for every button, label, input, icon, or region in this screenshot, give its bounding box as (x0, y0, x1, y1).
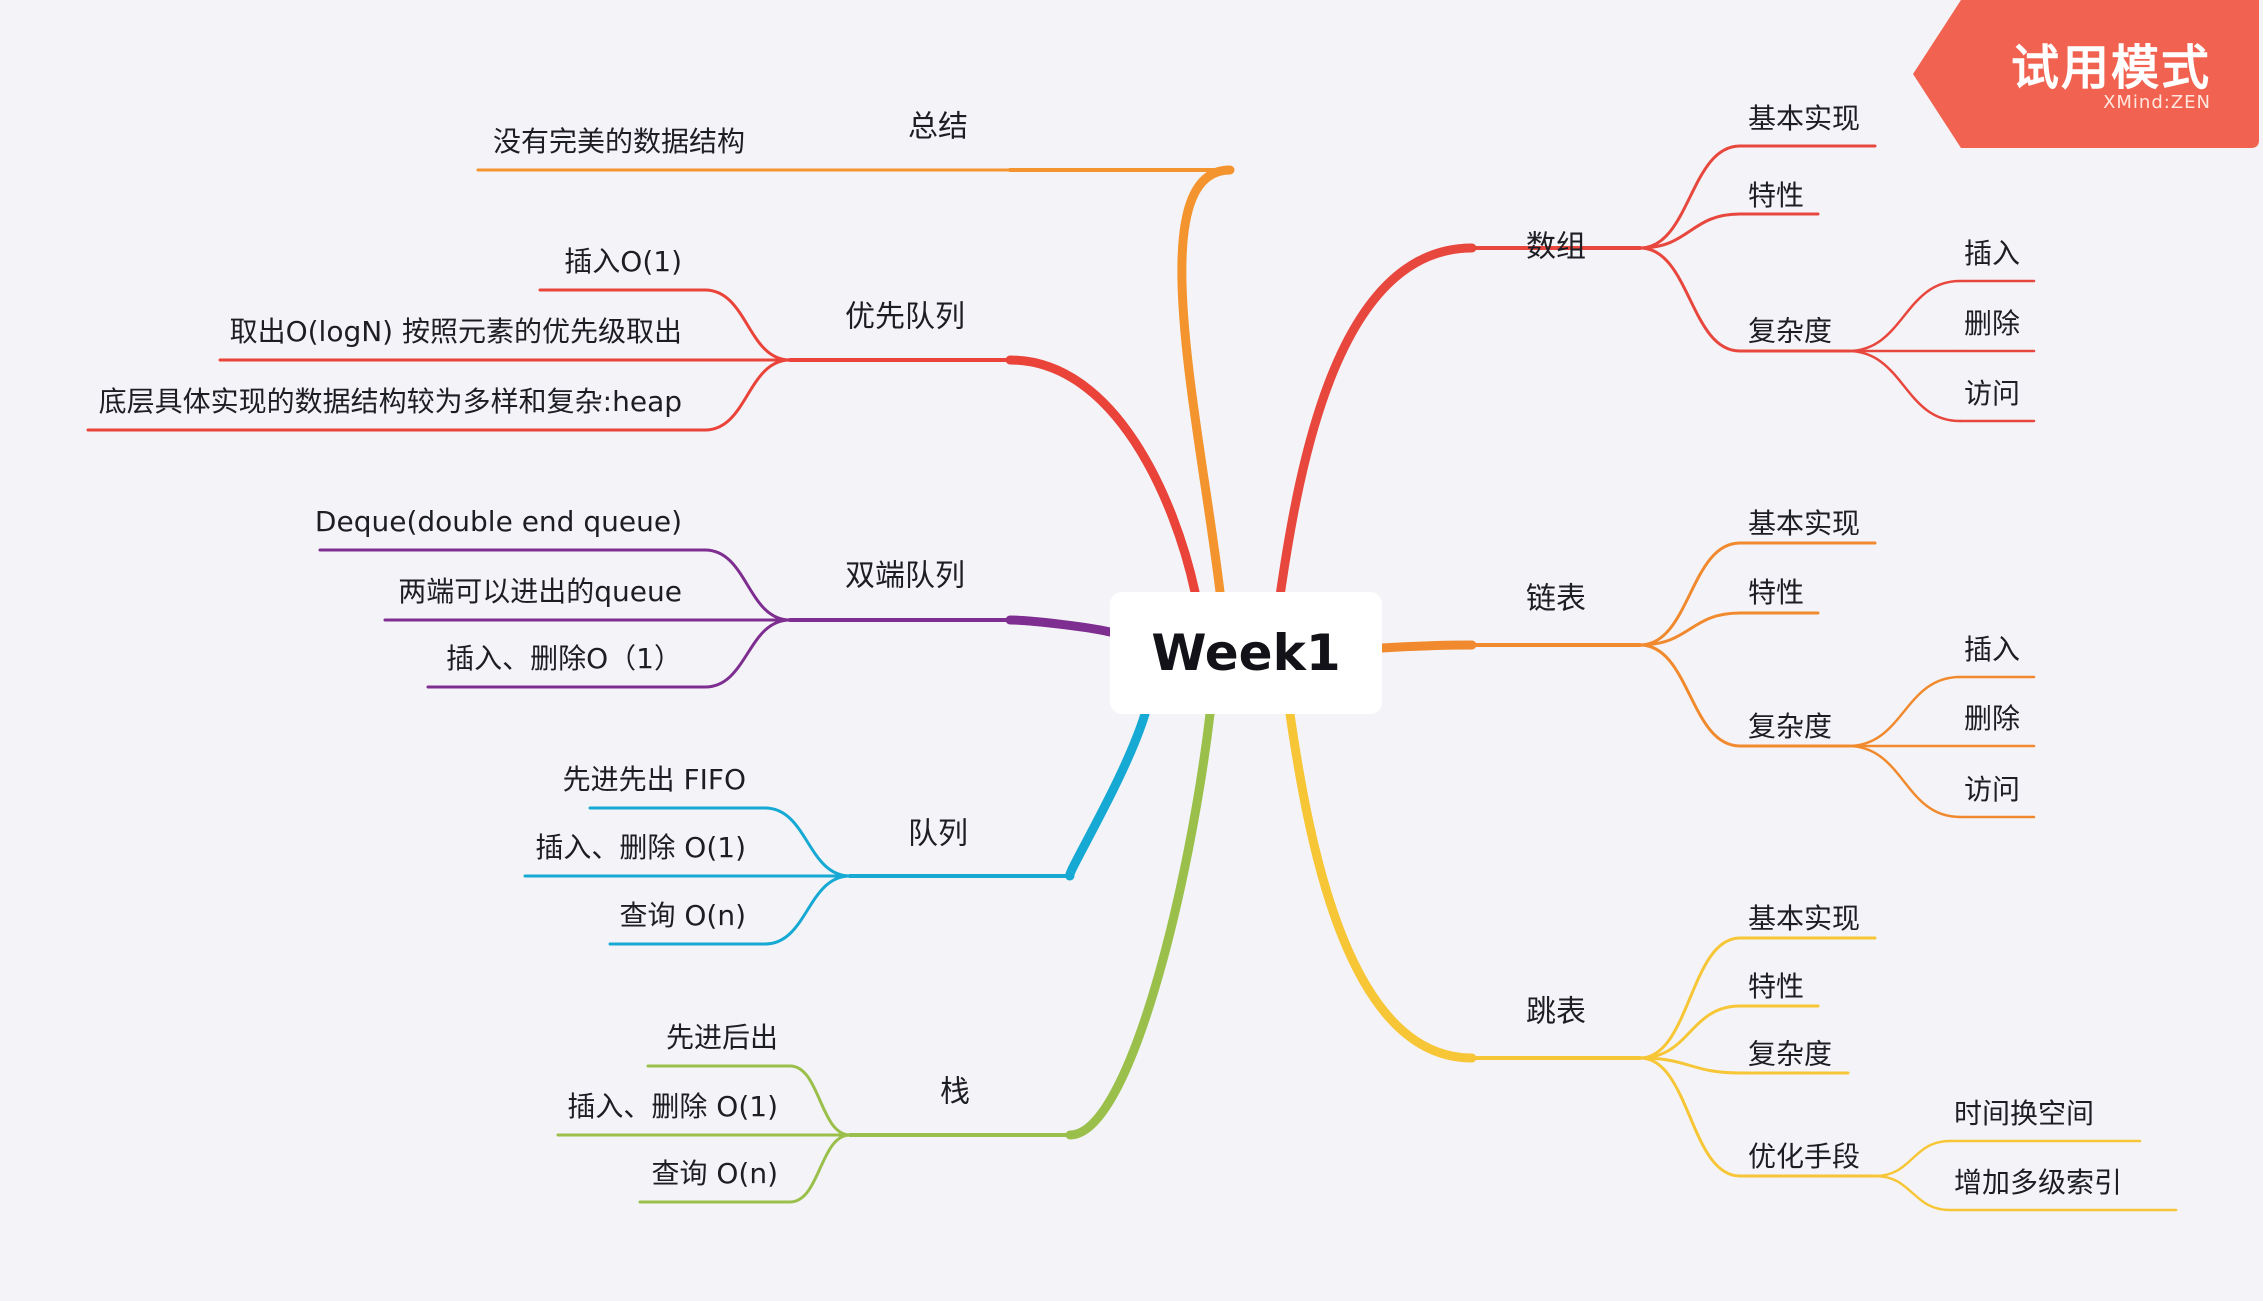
subtopic[interactable]: 基本实现 (1748, 507, 1860, 540)
leaf-connector (1873, 1139, 1952, 1178)
subtopic[interactable]: 基本实现 (1748, 902, 1860, 935)
branch-topic[interactable]: 队列 (908, 817, 968, 852)
leaf-topic[interactable]: 插入 (1964, 237, 2020, 270)
subtopic[interactable]: 特性 (1748, 179, 1804, 212)
subtopic[interactable]: 复杂度 (1748, 315, 1832, 348)
leaf-connector (1846, 279, 1962, 353)
subtopic[interactable]: Deque(double end queue) (315, 505, 682, 538)
subtopic[interactable]: 插入、删除O（1） (446, 642, 682, 675)
subtopic-connector (1638, 1056, 1742, 1075)
leaf-connector (1846, 349, 1962, 423)
branch-trunk (1005, 355, 1200, 597)
subtopic-connector (1638, 144, 1742, 250)
subtopic[interactable]: 复杂度 (1748, 710, 1832, 743)
subtopic[interactable]: 底层具体实现的数据结构较为多样和复杂:heap (99, 385, 682, 418)
subtopic[interactable]: 插入O(1) (564, 245, 682, 278)
leaf-topic[interactable]: 时间换空间 (1954, 1097, 2094, 1130)
trial-mode-brand: XMind:ZEN (2103, 92, 2211, 113)
subtopic-connector (703, 358, 792, 432)
subtopic[interactable]: 取出O(logN) 按照元素的优先级取出 (230, 315, 682, 348)
subtopic[interactable]: 先进后出 (666, 1021, 778, 1054)
branch-topic[interactable]: 链表 (1526, 582, 1586, 617)
branch-topic[interactable]: 总结 (908, 110, 968, 145)
branch-trunk (1177, 165, 1235, 597)
subtopic-connector (763, 806, 852, 878)
subtopic-connector (1638, 1004, 1742, 1060)
subtopic[interactable]: 复杂度 (1748, 1038, 1832, 1071)
subtopic-connector (788, 1133, 852, 1204)
trial-mode-watermark: 试用模式 XMind:ZEN (1913, 0, 2259, 148)
subtopic[interactable]: 插入、删除 O(1) (567, 1090, 778, 1123)
subtopic[interactable]: 查询 O(n) (651, 1157, 778, 1190)
branch-trunk (1285, 709, 1477, 1063)
branch-trunk (1065, 709, 1215, 1140)
trial-mode-title: 试用模式 (2010, 40, 2211, 96)
branch-topic[interactable]: 数组 (1526, 230, 1586, 265)
branch-topic[interactable]: 双端队列 (845, 559, 965, 594)
branch-trunk (1005, 615, 1115, 637)
leaf-topic[interactable]: 访问 (1964, 377, 2020, 410)
leaf-topic[interactable]: 访问 (1964, 773, 2020, 806)
leaf-connector (1846, 675, 1962, 748)
subtopic-connector (703, 288, 792, 362)
subtopic-connector (1638, 1056, 1742, 1178)
leaf-topic[interactable]: 增加多级索引 (1954, 1166, 2122, 1199)
leaf-connector (1873, 1174, 1952, 1212)
branch-trunk (1275, 243, 1477, 601)
leaf-topic[interactable]: 删除 (1964, 307, 2020, 340)
branch-trunk (1377, 640, 1477, 653)
subtopic[interactable]: 两端可以进出的queue (398, 575, 682, 608)
subtopic-connector (1638, 936, 1742, 1060)
subtopic-connector (1638, 212, 1742, 250)
subtopic-connector (703, 618, 792, 689)
subtopic[interactable]: 基本实现 (1748, 102, 1860, 135)
branch-topic[interactable]: 栈 (940, 1075, 970, 1110)
branch-topic[interactable]: 跳表 (1526, 995, 1586, 1030)
leaf-topic[interactable]: 插入 (1964, 633, 2020, 666)
subtopic[interactable]: 先进先出 FIFO (563, 763, 746, 796)
subtopic[interactable]: 特性 (1748, 576, 1804, 609)
subtopic-connector (788, 1064, 852, 1137)
trial-badge-shape (1913, 0, 2259, 148)
root-topic-week1[interactable]: Week1 (1110, 592, 1382, 714)
subtopic[interactable]: 没有完美的数据结构 (493, 125, 745, 158)
branch-topic[interactable]: 优先队列 (845, 300, 965, 335)
subtopic[interactable]: 插入、删除 O(1) (535, 831, 746, 864)
subtopic-connector (1638, 541, 1742, 647)
subtopic-connector (703, 548, 792, 622)
subtopic-connector (1638, 611, 1742, 647)
leaf-connector (1846, 744, 1962, 819)
subtopic[interactable]: 特性 (1748, 970, 1804, 1003)
subtopic[interactable]: 优化手段 (1748, 1140, 1860, 1173)
leaf-topic[interactable]: 删除 (1964, 702, 2020, 735)
subtopic[interactable]: 查询 O(n) (619, 899, 746, 932)
branch-trunk (1065, 709, 1150, 881)
subtopic-connector (1638, 246, 1742, 353)
subtopic-connector (1638, 643, 1742, 748)
subtopic-connector (763, 874, 852, 946)
